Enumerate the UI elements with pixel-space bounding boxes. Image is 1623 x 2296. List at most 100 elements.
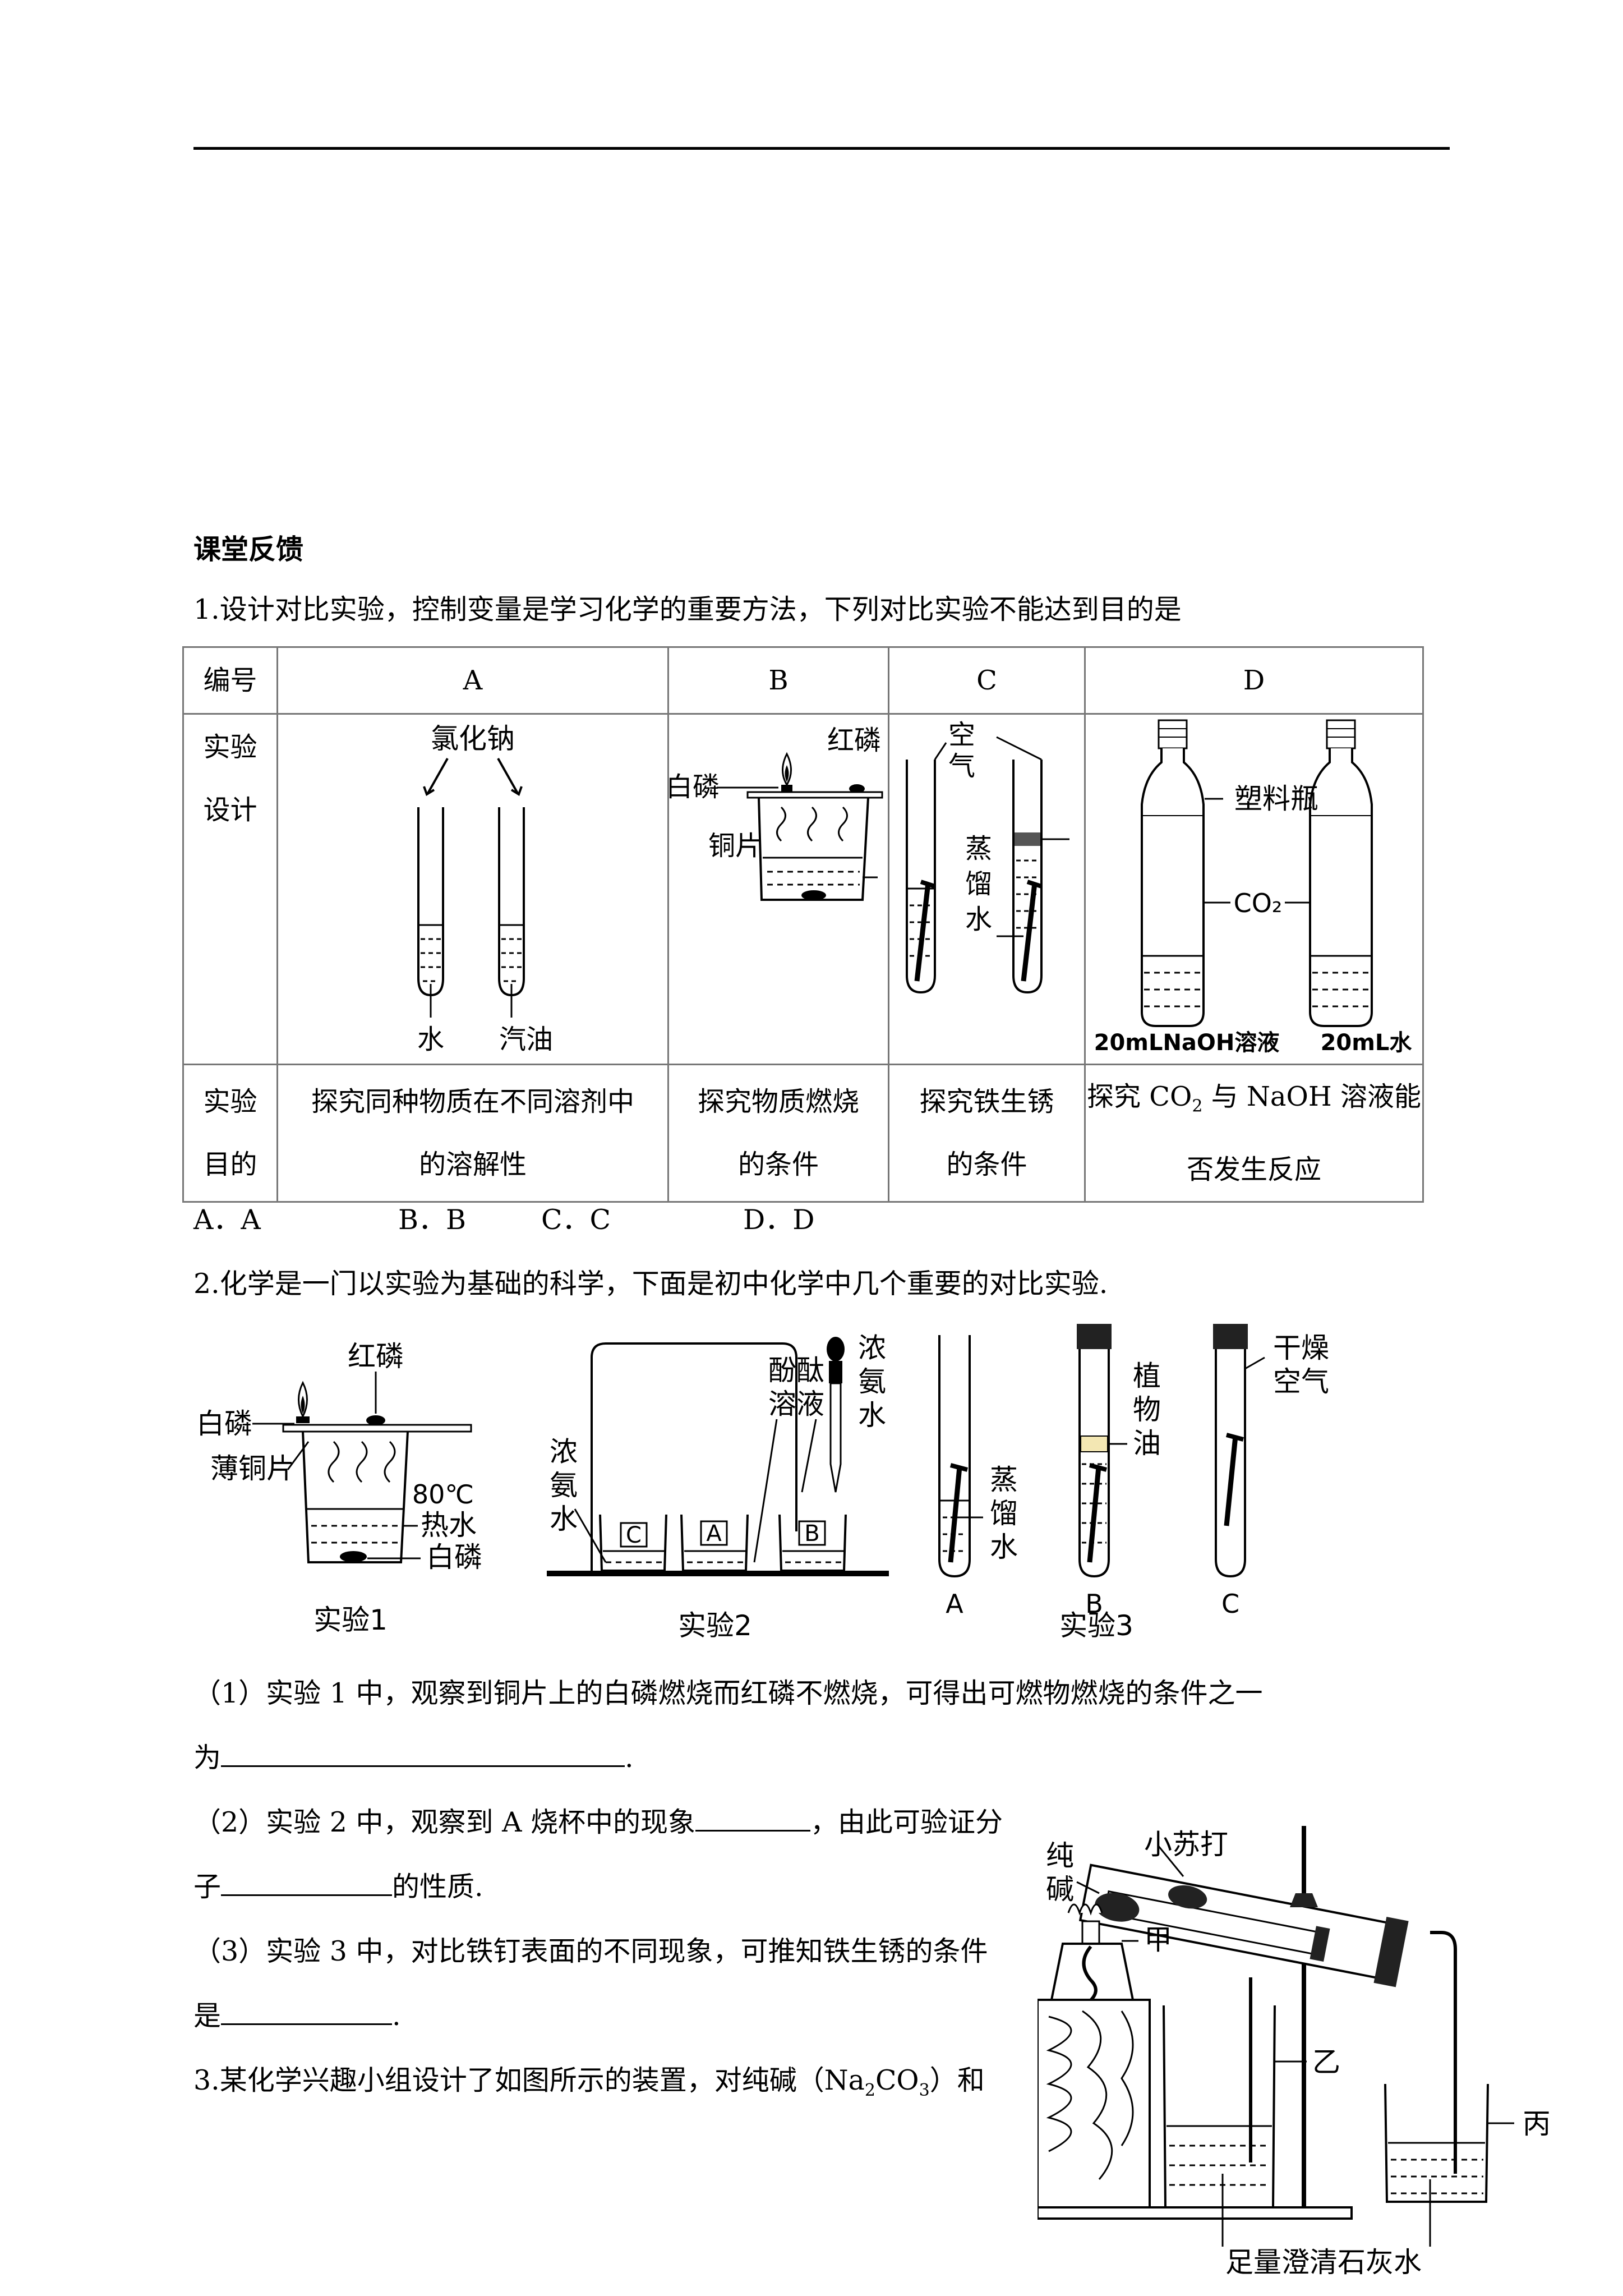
- exp1-label-hot-water: 热水: [421, 1509, 477, 1542]
- col-header-b: B: [667, 646, 889, 715]
- exp1-label-80c: 80℃: [412, 1479, 474, 1510]
- label-water: 水: [417, 1024, 444, 1055]
- exp1-label-white-p: 白磷: [196, 1407, 252, 1440]
- q2-figure: 红磷 白磷 薄铜片 80℃ 热水 白磷 实验1 浓 氨 水: [196, 1324, 1329, 1642]
- experiment-3: A 蒸 馏 水 B 植 物 油 C 干燥 空气 实验3: [938, 1324, 1329, 1642]
- q2-sub1-line2: 为.: [193, 1742, 634, 1774]
- q2-sub3-line2: 是.: [193, 2000, 401, 2032]
- label-gasoline: 汽油: [499, 1024, 553, 1055]
- test-tube-gasoline: [498, 807, 525, 1018]
- header-number: 编号: [182, 646, 278, 715]
- col-header-c: C: [888, 646, 1086, 715]
- header-rule: [193, 147, 1450, 150]
- exp1-label-white-p-2: 白磷: [426, 1541, 482, 1573]
- test-tube-water: [417, 807, 444, 1018]
- purpose-d: 探究 CO2 与 NaOH 溶液能 否发生反应: [1084, 1064, 1424, 1203]
- exp1-label-red-p: 红磷: [348, 1340, 404, 1373]
- label-limewater: 足量澄清石灰水: [1225, 2246, 1422, 2279]
- experiment-1: 红磷 白磷 薄铜片 80℃ 热水 白磷 实验1: [196, 1340, 482, 1636]
- q2-stem: 2.化学是一门以实验为基础的科学，下面是初中化学中几个重要的对比实验.: [193, 1268, 1108, 1300]
- svg-text:C: C: [1221, 1589, 1239, 1619]
- svg-text:酚酞: 酚酞: [768, 1354, 824, 1387]
- svg-text:浓: 浓: [858, 1332, 886, 1364]
- svg-text:空气: 空气: [1273, 1365, 1329, 1398]
- label-copper-sheet: 铜片: [708, 830, 762, 862]
- q2-sub1-line1: （1）实验 1 中，观察到铜片上的白磷燃烧而红磷不燃烧，可得出可燃物燃烧的条件之…: [193, 1677, 1263, 1709]
- option-d[interactable]: D．D: [743, 1204, 815, 1236]
- svg-text:氨: 氨: [858, 1365, 886, 1398]
- design-b: 红磷 白磷 铜片: [666, 713, 889, 1065]
- label-plastic-bottle: 塑料瓶: [1234, 783, 1318, 815]
- svg-text:空: 空: [948, 719, 975, 751]
- svg-text:气: 气: [948, 751, 975, 782]
- svg-text:A: A: [706, 1521, 722, 1547]
- q1-table: 编号 A B C D 实验 设计 氯化钠: [182, 646, 1424, 1203]
- label-yi: 乙: [1312, 2046, 1340, 2078]
- svg-text:物: 物: [1133, 1393, 1161, 1426]
- svg-text:B: B: [1085, 1589, 1103, 1619]
- section-title: 课堂反馈: [193, 533, 304, 565]
- label-co2: CO₂: [1234, 888, 1283, 918]
- label-white-phosphorus: 白磷: [669, 771, 720, 803]
- label-jia: 甲: [1144, 1924, 1172, 1956]
- design-a: 氯化钠: [276, 713, 669, 1065]
- svg-text:蒸: 蒸: [965, 833, 992, 864]
- svg-text:C: C: [626, 1522, 642, 1548]
- svg-text:蒸: 蒸: [990, 1464, 1018, 1496]
- svg-text:油: 油: [1133, 1427, 1161, 1460]
- q3-figure-apparatus: 小苏打 纯 碱 甲 乙 丙 足量澄清石灰水: [1038, 1826, 1551, 2279]
- figure-d-co2: 塑料瓶 CO₂ 20mLNaOH溶液 20mL水: [1094, 719, 1413, 1056]
- experiment-2: 浓 氨 水 C A B 酚酞 溶液: [547, 1332, 889, 1642]
- q1-stem: 1.设计对比实验，控制变量是学习化学的重要方法，下列对比实验不能达到目的是: [193, 593, 1182, 625]
- bottle-water: [1309, 719, 1373, 1027]
- svg-text:水: 水: [965, 904, 992, 935]
- q2-sub2-line2: 子的性质.: [193, 1871, 483, 1903]
- option-c[interactable]: C．C: [541, 1204, 611, 1236]
- svg-text:A: A: [946, 1589, 963, 1619]
- answer-blank-3[interactable]: [221, 1872, 393, 1896]
- answer-blank-4[interactable]: [221, 2001, 393, 2025]
- header-purpose: 实验 目的: [182, 1064, 278, 1203]
- beaker-a: A: [680, 1514, 749, 1572]
- label-bing: 丙: [1523, 2108, 1551, 2140]
- q2-sub3-line1: （3）实验 3 中，对比铁钉表面的不同现象，可推知铁生锈的条件: [193, 1935, 988, 1967]
- beaker-b: B: [778, 1514, 847, 1572]
- figure-c-rusting: 空 气 蒸 馏 水: [906, 719, 1069, 994]
- design-c: 空 气 蒸 馏 水: [888, 713, 1086, 1065]
- header-design: 实验 设计: [182, 713, 278, 1065]
- svg-text:馏: 馏: [965, 868, 992, 900]
- exp3-caption: 实验3: [1059, 1609, 1133, 1642]
- svg-text:纯: 纯: [1046, 1839, 1074, 1872]
- svg-text:B: B: [804, 1521, 819, 1547]
- label-red-phosphorus: 红磷: [827, 725, 881, 756]
- svg-text:馏: 馏: [990, 1497, 1018, 1530]
- option-b[interactable]: B．B: [398, 1204, 467, 1236]
- svg-text:水: 水: [858, 1399, 886, 1432]
- answer-blank-1[interactable]: [221, 1743, 625, 1767]
- label-sodium-chloride: 氯化钠: [431, 723, 515, 755]
- q2-sub2-line1: （2）实验 2 中，观察到 A 烧杯中的现象，由此可验证分: [193, 1806, 1003, 1838]
- col-header-a: A: [276, 646, 669, 715]
- label-20ml-water: 20mL水: [1321, 1030, 1413, 1056]
- svg-text:水: 水: [550, 1503, 578, 1535]
- test-tube-rust-2: [996, 736, 1069, 994]
- answer-blank-2[interactable]: [695, 1807, 811, 1832]
- label-baking-soda: 小苏打: [1144, 1828, 1228, 1861]
- svg-text:植: 植: [1133, 1360, 1161, 1392]
- exp1-label-copper: 薄铜片: [210, 1452, 294, 1485]
- q3-stem: 3.某化学兴趣小组设计了如图所示的装置，对纯碱（Na2CO3）和: [193, 2064, 985, 2100]
- col-header-d: D: [1084, 646, 1424, 715]
- figure-a-solubility: 氯化钠: [417, 723, 553, 1055]
- design-d: 塑料瓶 CO₂ 20mLNaOH溶液 20mL水: [1084, 713, 1424, 1065]
- bottle-naoh: [1141, 719, 1205, 1027]
- svg-text:浓: 浓: [550, 1435, 578, 1468]
- option-a[interactable]: A．A: [193, 1204, 261, 1236]
- svg-text:氨: 氨: [550, 1469, 578, 1502]
- svg-text:溶液: 溶液: [768, 1388, 824, 1420]
- svg-text:干燥: 干燥: [1273, 1332, 1329, 1364]
- svg-text:水: 水: [990, 1531, 1018, 1563]
- purpose-a: 探究同种物质在不同溶剂中 的溶解性: [276, 1064, 669, 1203]
- test-tube-rust-1: [906, 742, 947, 994]
- figure-b-combustion: 红磷 白磷 铜片: [666, 725, 883, 901]
- purpose-b: 探究物质燃烧 的条件: [667, 1064, 889, 1203]
